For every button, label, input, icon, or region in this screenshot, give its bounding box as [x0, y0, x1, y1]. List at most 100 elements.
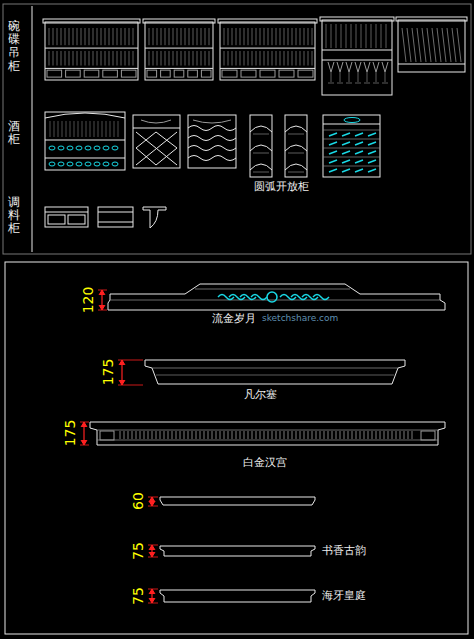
drawing-line	[149, 51, 150, 66]
drawing-line	[224, 51, 225, 66]
drawing-rect	[222, 70, 237, 77]
drawing-path	[149, 545, 155, 550]
drawing-line	[358, 72, 359, 82]
drawing-path	[145, 360, 405, 384]
drawing-line	[367, 72, 368, 82]
drawing-line	[110, 121, 111, 137]
drawing-line	[196, 431, 197, 439]
drawing-rect	[396, 17, 467, 21]
drawing-line	[195, 289, 350, 290]
drawing-path	[99, 290, 105, 295]
drawing-path	[346, 62, 352, 72]
drawing-line	[45, 140, 125, 141]
drawing-line	[346, 83, 352, 84]
drawing-line	[109, 51, 110, 66]
drawing-line	[153, 28, 154, 45]
drawing-line	[145, 48, 213, 49]
drawing-line	[90, 121, 91, 137]
drawing-line	[385, 72, 386, 82]
drawing-line	[296, 28, 297, 45]
drawing-line	[148, 589, 158, 590]
drawing-line	[89, 28, 90, 45]
drawing-rect	[323, 115, 380, 177]
drawing-line	[118, 360, 143, 361]
drawing-line	[197, 28, 198, 45]
drawing-line	[197, 51, 198, 66]
bottle-symbol	[58, 146, 64, 150]
drawing-line	[121, 28, 122, 45]
drawing-rect	[298, 70, 313, 77]
drawing-line	[296, 431, 297, 439]
drawing-line	[73, 28, 74, 45]
drawing-line	[288, 134, 304, 135]
drawing-line	[113, 51, 114, 66]
drawing-line	[366, 24, 367, 48]
part-name: 书香古韵	[322, 544, 366, 557]
drawing-line	[93, 28, 94, 45]
drawing-line	[53, 28, 54, 45]
drawing-line	[136, 431, 137, 439]
drawing-line	[193, 28, 194, 45]
drawing-line	[312, 51, 313, 66]
drawing-line	[268, 51, 269, 66]
drawing-line	[236, 51, 237, 66]
drawing-line	[252, 28, 253, 45]
drawing-line	[177, 28, 178, 45]
drawing-rect	[5, 262, 468, 634]
drawing-line	[118, 385, 143, 386]
drawing-line	[457, 28, 461, 62]
drawing-line	[351, 24, 352, 48]
drawing-line	[129, 28, 130, 45]
drawing-path	[342, 169, 350, 172]
drawing-line	[276, 431, 277, 439]
bottle-symbol	[103, 162, 109, 166]
drawing-path	[329, 133, 337, 136]
drawing-path	[188, 156, 236, 161]
drawing-line	[109, 28, 110, 45]
part-name: 白金汉宫	[243, 456, 287, 469]
category-label: 调料柜	[8, 196, 20, 236]
drawing-line	[120, 431, 121, 439]
drawing-line	[356, 24, 357, 48]
drawing-rect	[84, 70, 99, 77]
drawing-line	[113, 28, 114, 45]
drawing-line	[252, 51, 253, 66]
drawing-line	[386, 24, 387, 48]
drawing-path	[355, 142, 363, 145]
drawing-path	[143, 207, 166, 228]
drawing-path	[355, 133, 363, 136]
drawing-line	[372, 431, 373, 439]
drawing-line	[371, 24, 372, 48]
drawing-rect	[279, 70, 294, 77]
drawing-line	[144, 431, 145, 439]
drawing-line	[189, 51, 190, 66]
drawing-line	[248, 28, 249, 45]
drawing-line	[256, 28, 257, 45]
drawing-line	[240, 28, 241, 45]
drawing-line	[323, 139, 380, 140]
bottle-symbol	[67, 162, 73, 166]
drawing-line	[360, 431, 361, 439]
drawing-line	[148, 497, 158, 498]
drawing-path	[313, 295, 329, 300]
bottle-symbol	[112, 146, 118, 150]
drawing-path	[285, 164, 307, 170]
drawing-path	[81, 440, 87, 445]
drawing-path	[355, 169, 363, 172]
drawing-line	[189, 28, 190, 45]
drawing-path	[149, 552, 155, 557]
drawing-line	[260, 431, 261, 439]
drawing-path	[193, 120, 231, 123]
drawing-line	[209, 28, 210, 45]
drawing-line	[407, 28, 411, 62]
drawing-line	[97, 430, 438, 431]
drawing-path	[285, 126, 307, 132]
drawing-line	[352, 431, 353, 439]
bottle-symbol	[76, 162, 82, 166]
drawing-line	[98, 222, 133, 223]
drawing-line	[102, 121, 103, 137]
drawing-path	[250, 164, 272, 170]
drawing-line	[148, 545, 158, 546]
drawing-line	[292, 431, 293, 439]
drawing-line	[280, 431, 281, 439]
